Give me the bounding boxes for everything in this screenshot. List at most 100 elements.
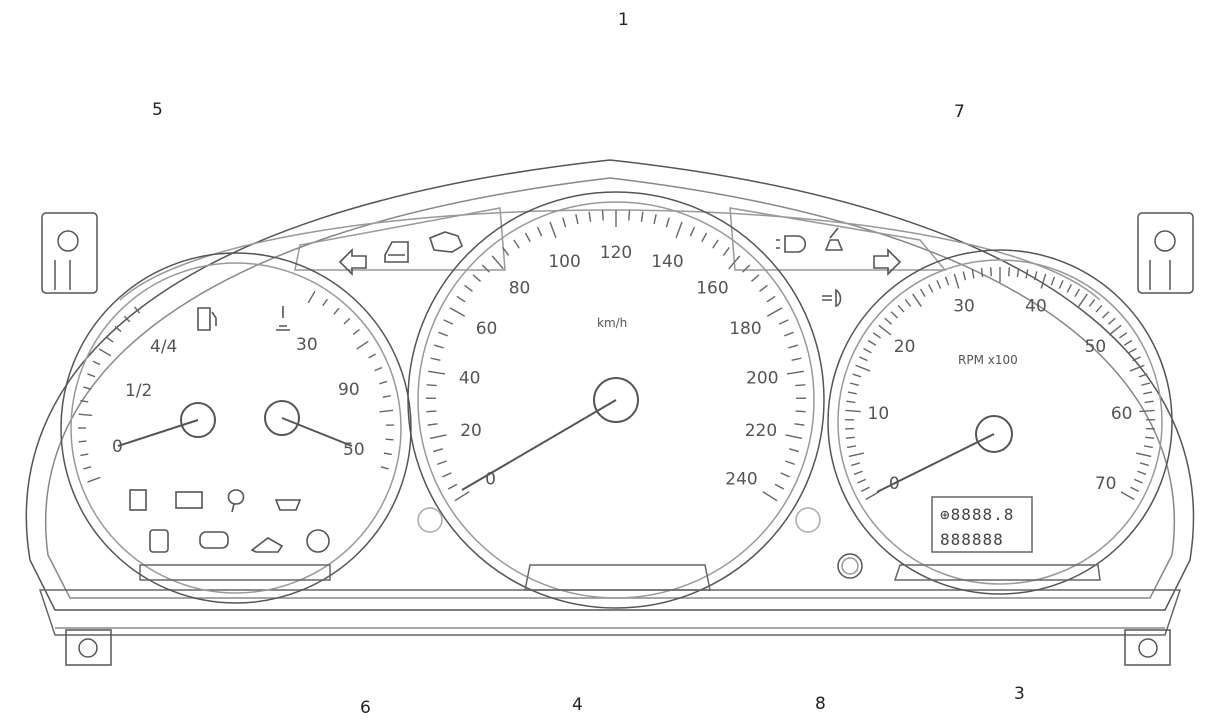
tick-mark (562, 217, 567, 228)
speed-label-80: 80 (509, 279, 531, 299)
tick-mark (78, 413, 93, 417)
outer-housing (25, 159, 1195, 611)
temp-label-90: 90 (338, 380, 360, 400)
tach-label-40: 40 (1025, 296, 1047, 316)
tick-mark (356, 340, 369, 350)
left-gauge-dial (60, 252, 412, 604)
tick-mark (855, 364, 871, 372)
temp-needle (281, 417, 353, 447)
tick-mark (847, 391, 857, 395)
tick-mark (80, 453, 89, 457)
tick-mark (536, 226, 543, 237)
tick-mark (766, 307, 783, 317)
tick-mark (884, 317, 892, 325)
tick-mark (1066, 284, 1073, 293)
tick-mark (575, 214, 579, 225)
callout-4: 4 (572, 695, 583, 715)
tick-mark (750, 274, 760, 282)
speed-unit: km/h (597, 316, 627, 330)
tach-needle (876, 433, 995, 493)
tick-mark (1129, 364, 1145, 372)
tick-mark (774, 483, 785, 490)
fuel-needle (117, 419, 199, 447)
tick-mark (472, 274, 482, 282)
tick-mark (689, 226, 696, 237)
odometer-display: ⊕8888.8 888888 (931, 496, 1033, 553)
tick-mark (795, 384, 806, 387)
tick-mark (443, 319, 454, 325)
callout-1: 1 (618, 10, 629, 30)
left-mount-tab (41, 212, 98, 294)
tach-needle-hub (975, 415, 1013, 453)
tach-unit: RPM x100 (958, 353, 1018, 367)
tick-mark (1025, 269, 1029, 279)
tick-mark (759, 284, 768, 292)
abs-icon (199, 531, 229, 549)
tick-mark (861, 486, 870, 492)
tick-mark (123, 315, 131, 323)
inner-housing (44, 177, 1176, 599)
tick-mark (1088, 298, 1096, 307)
tick-mark (80, 399, 89, 403)
tick-mark (778, 319, 789, 325)
battery-icon (175, 491, 203, 509)
fog-light-icon (822, 288, 842, 308)
tick-mark (785, 434, 803, 440)
tick-mark (114, 325, 122, 333)
fuel-label-empty: 0 (112, 437, 123, 457)
tick-mark (1120, 491, 1135, 501)
speed-needle-hub (593, 377, 639, 423)
tick-mark (449, 307, 466, 317)
bottom-left-mount-tab (65, 629, 112, 666)
tick-mark (429, 434, 447, 440)
tick-mark (1128, 347, 1137, 354)
tick-mark (524, 232, 531, 243)
temp-label-50: 50 (343, 440, 365, 460)
tick-mark (845, 409, 861, 413)
tick-mark (944, 276, 950, 286)
tick-mark (1050, 276, 1056, 286)
right-indicator-panel (729, 207, 947, 271)
bottom-trim (38, 589, 1182, 636)
fuel-pump-icon (149, 529, 169, 553)
engine-check-icon (429, 231, 463, 253)
tick-mark (936, 280, 942, 289)
fuel-gauge-labels: 0 1/2 4/4 (112, 337, 177, 457)
tach-label-20: 20 (894, 337, 916, 357)
tick-mark (92, 360, 101, 366)
tick-mark (865, 491, 880, 501)
speed-label-160: 160 (696, 279, 728, 299)
fuel-needle-hub (180, 402, 216, 438)
tick-mark (653, 214, 657, 225)
tick-mark (601, 210, 604, 221)
tick-mark (742, 264, 751, 273)
tick-mark (430, 357, 441, 362)
tick-mark (502, 247, 510, 256)
speed-label-60: 60 (476, 319, 498, 339)
tick-mark (785, 460, 796, 466)
tick-mark (385, 438, 394, 441)
odometer-line-2: 888888 (940, 530, 1004, 549)
tick-mark (374, 366, 383, 372)
tick-mark (628, 210, 631, 221)
tick-mark (780, 472, 791, 478)
tick-mark (343, 317, 351, 325)
speed-label-120: 120 (600, 243, 632, 263)
tick-mark (436, 460, 447, 466)
tick-mark (675, 221, 683, 239)
tick-mark (1133, 478, 1143, 484)
fuel-label-half: 1/2 (125, 381, 152, 401)
tick-mark (701, 232, 708, 243)
tick-mark (849, 382, 859, 386)
tick-mark (106, 336, 114, 343)
tick-mark (1143, 391, 1153, 395)
tick-mark (83, 466, 92, 470)
tick-mark (322, 298, 329, 307)
tick-mark (427, 423, 438, 426)
tick-mark (1137, 470, 1147, 475)
tach-label-50: 50 (1085, 337, 1107, 357)
